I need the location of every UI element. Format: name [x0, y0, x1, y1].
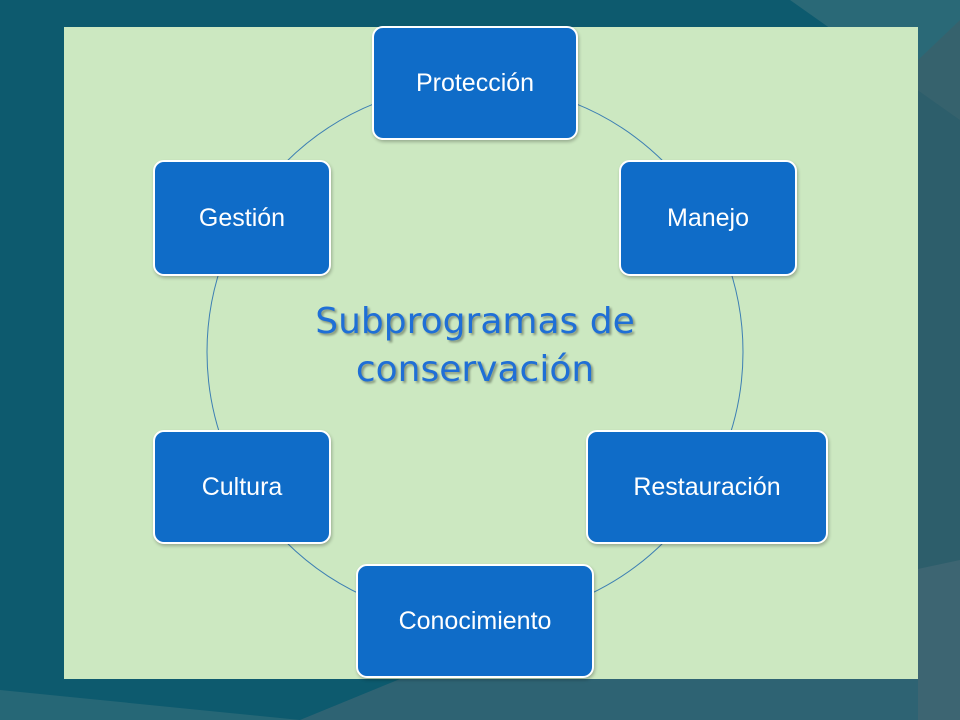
diagram-title: Subprogramas de conservación	[250, 298, 700, 394]
node-restauracion: Restauración	[586, 430, 828, 544]
diagram-title-line-1: Subprogramas de	[315, 301, 635, 342]
node-gestion: Gestión	[153, 160, 331, 276]
node-cultura: Cultura	[153, 430, 331, 544]
node-manejo: Manejo	[619, 160, 797, 276]
diagram-title-line-2: conservación	[355, 349, 595, 390]
node-proteccion: Protección	[372, 26, 578, 140]
node-conocimiento: Conocimiento	[356, 564, 594, 678]
